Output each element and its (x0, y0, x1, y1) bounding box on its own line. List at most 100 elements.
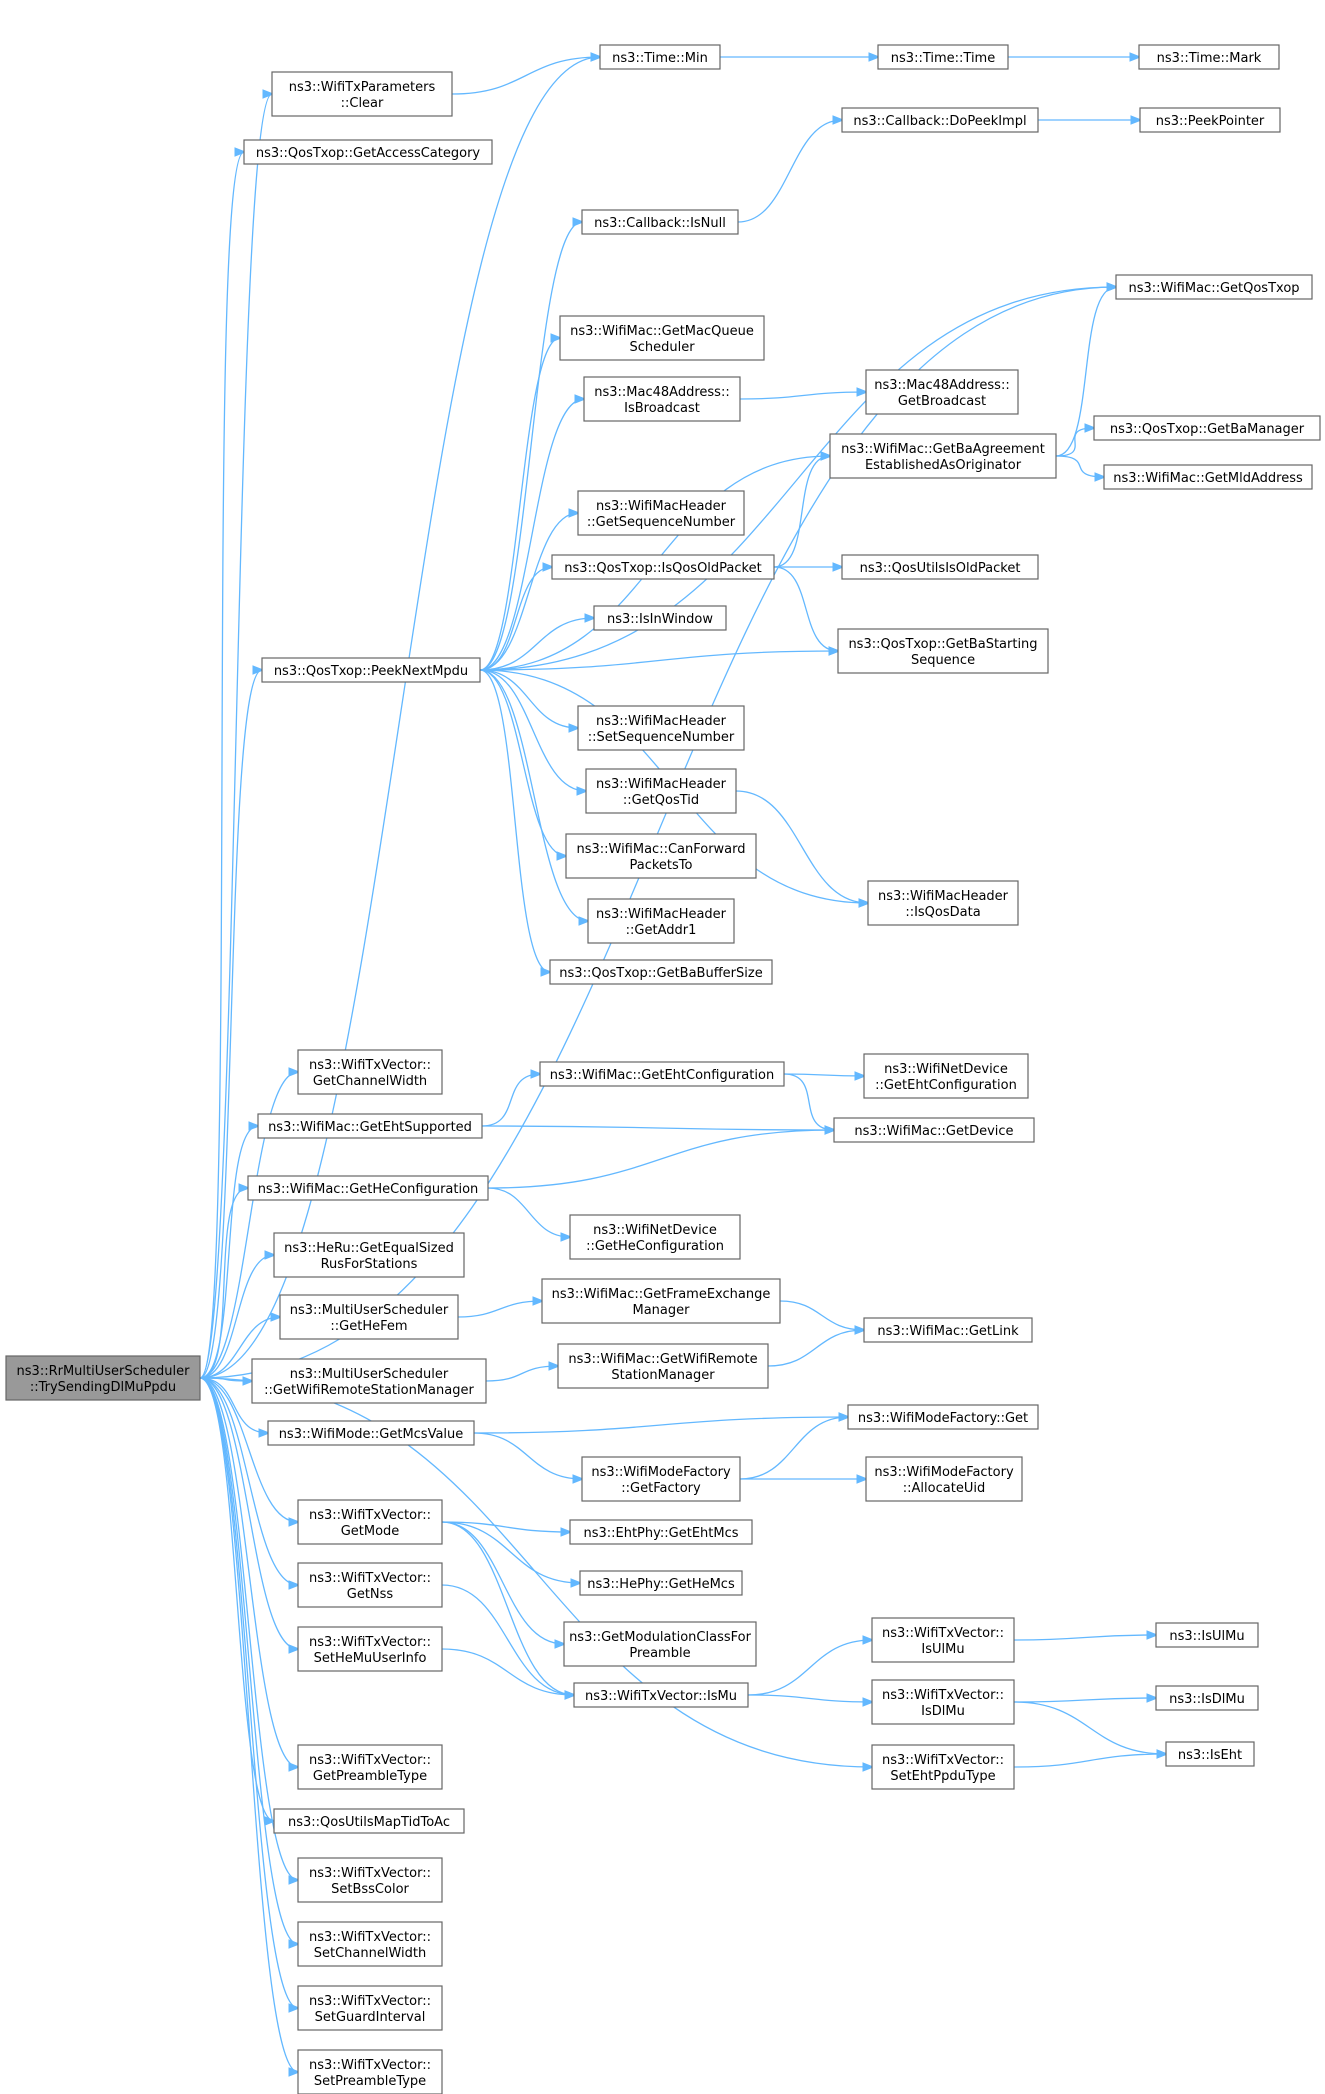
function-node-macrsm[interactable]: ns3::WifiMac::GetWifiRemoteStationManage… (557, 1343, 769, 1389)
function-node-ehtmcs[interactable]: ns3::EhtPhy::GetEhtMcs (569, 1519, 753, 1545)
function-node-box (297, 1744, 443, 1790)
function-node-label: ns3::WifiMac::GetHeConfiguration (258, 1182, 479, 1197)
function-node-label: StationManager (611, 1368, 715, 1383)
function-node-ttime[interactable]: ns3::Time::Time (877, 44, 1009, 70)
function-node-box (297, 1049, 443, 1095)
call-edge-getehtconf-ndehtconf (783, 1074, 864, 1076)
call-edge-isnull-dopeek (737, 120, 842, 223)
function-node-getpreamble[interactable]: ns3::WifiTxVector::GetPreambleType (297, 1744, 443, 1790)
function-node-getbabuf[interactable]: ns3::QosTxop::GetBaBufferSize (549, 959, 773, 985)
function-node-root[interactable]: ns3::RrMultiUserScheduler::TrySendingDlM… (5, 1355, 201, 1401)
function-node-label: ns3::WifiTxVector::IsMu (585, 1689, 737, 1704)
function-node-getmode[interactable]: ns3::WifiTxVector::GetMode (297, 1499, 443, 1545)
function-node-setehtppdu[interactable]: ns3::WifiTxVector::SetEhtPpduType (871, 1744, 1015, 1790)
function-node-getehtconf[interactable]: ns3::WifiMac::GetEhtConfiguration (539, 1061, 785, 1087)
function-node-box (581, 209, 739, 235)
function-node-box (541, 1278, 781, 1324)
function-node-nsisdlmu[interactable]: ns3::IsDlMu (1155, 1685, 1259, 1711)
function-node-getnss[interactable]: ns3::WifiTxVector::GetNss (297, 1562, 443, 1608)
function-node-isqosdata[interactable]: ns3::WifiMacHeader::IsQosData (867, 880, 1019, 926)
function-node-label: ns3::IsEht (1178, 1748, 1242, 1763)
function-node-isbcast[interactable]: ns3::Mac48Address::IsBroadcast (583, 376, 741, 422)
call-edge-getmode-getmodcls (441, 1521, 564, 1644)
function-node-peeknext[interactable]: ns3::QosTxop::PeekNextMpdu (261, 657, 481, 683)
function-node-musrsm[interactable]: ns3::MultiUserScheduler::GetWifiRemoteSt… (251, 1358, 487, 1404)
function-node-getlink[interactable]: ns3::WifiMac::GetLink (863, 1317, 1033, 1343)
function-node-getmcs[interactable]: ns3::WifiMode::GetMcsValue (267, 1420, 475, 1446)
function-node-dopeek[interactable]: ns3::Callback::DoPeekImpl (841, 107, 1039, 133)
function-node-iseht[interactable]: ns3::IsEht (1165, 1741, 1255, 1767)
function-node-ndehtconf[interactable]: ns3::WifiNetDevice::GetEhtConfiguration (863, 1053, 1029, 1099)
function-node-getdevice[interactable]: ns3::WifiMac::GetDevice (833, 1117, 1035, 1143)
function-node-label: ns3::IsDlMu (1169, 1692, 1245, 1707)
function-node-isulmu[interactable]: ns3::WifiTxVector::IsUlMu (871, 1617, 1015, 1663)
function-node-gethecfg[interactable]: ns3::WifiMac::GetHeConfiguration (247, 1175, 489, 1201)
function-node-box (865, 369, 1019, 415)
function-node-getmld[interactable]: ns3::WifiMac::GetMldAddress (1103, 464, 1313, 490)
function-node-tmark[interactable]: ns3::Time::Mark (1138, 44, 1280, 70)
function-node-isnull[interactable]: ns3::Callback::IsNull (581, 209, 739, 235)
function-node-isqosold[interactable]: ns3::QosTxop::IsQosOldPacket (551, 554, 775, 580)
function-node-label: ns3::IsInWindow (607, 612, 713, 627)
function-node-setchw[interactable]: ns3::WifiTxVector::SetChannelWidth (297, 1921, 443, 1967)
call-edge-isbcast-getbcast (739, 392, 866, 400)
function-node-label: GetPreambleType (313, 1769, 427, 1784)
function-node-label: ns3::WifiMac::GetFrameExchange (552, 1287, 771, 1302)
call-edge-peeknext-getqostid (479, 669, 586, 791)
function-node-label: ns3::WifiMac::GetDevice (854, 1124, 1013, 1139)
function-node-label: ns3::WifiMac::GetEhtConfiguration (550, 1068, 774, 1083)
function-node-gethefem[interactable]: ns3::MultiUserScheduler::GetHeFem (279, 1294, 459, 1340)
function-node-tmin[interactable]: ns3::Time::Min (599, 44, 721, 70)
function-node-box (833, 1117, 1035, 1143)
function-node-getseq[interactable]: ns3::WifiMacHeader::GetSequenceNumber (577, 490, 745, 536)
call-edge-macrsm-getlink (767, 1330, 864, 1367)
function-node-label: ns3::QosTxop::PeekNextMpdu (274, 664, 468, 679)
function-node-peekptr[interactable]: ns3::PeekPointer (1139, 107, 1281, 133)
function-node-setseq[interactable]: ns3::WifiMacHeader::SetSequenceNumber (577, 705, 745, 751)
function-node-box (1103, 464, 1313, 490)
function-node-mfget[interactable]: ns3::WifiModeFactory::Get (847, 1404, 1039, 1430)
function-node-mfgetfac[interactable]: ns3::WifiModeFactory::GetFactory (581, 1456, 741, 1502)
function-node-getbaorig[interactable]: ns3::WifiMac::GetBaAgreementEstablishedA… (829, 433, 1057, 479)
function-node-getqostid[interactable]: ns3::WifiMacHeader::GetQosTid (585, 768, 737, 814)
call-edge-getehtconf-getdevice (783, 1073, 834, 1130)
function-node-setgi[interactable]: ns3::WifiTxVector::SetGuardInterval (297, 1985, 443, 2031)
function-node-setbss[interactable]: ns3::WifiTxVector::SetBssColor (297, 1857, 443, 1903)
function-node-setheuser[interactable]: ns3::WifiTxVector::SetHeMuUserInfo (297, 1626, 443, 1672)
function-node-ismu[interactable]: ns3::WifiTxVector::IsMu (573, 1682, 749, 1708)
function-node-label: ns3::QosUtilsIsOldPacket (860, 561, 1021, 576)
function-node-isinwin[interactable]: ns3::IsInWindow (593, 605, 727, 631)
function-node-label: ::GetWifiRemoteStationManager (264, 1383, 474, 1398)
function-node-getqostxop[interactable]: ns3::WifiMac::GetQosTxop (1115, 274, 1313, 300)
function-node-hemcs[interactable]: ns3::HePhy::GetHeMcs (579, 1570, 743, 1596)
function-node-box (297, 1921, 443, 1967)
function-node-txparams[interactable]: ns3::WifiTxParameters::Clear (271, 71, 453, 117)
function-node-qosutilsold[interactable]: ns3::QosUtilsIsOldPacket (841, 554, 1039, 580)
function-node-getbcast[interactable]: ns3::Mac48Address::GetBroadcast (865, 369, 1019, 415)
function-node-box (257, 1113, 483, 1139)
function-node-isdlmu[interactable]: ns3::WifiTxVector::IsDlMu (871, 1679, 1015, 1725)
function-node-getaddr1[interactable]: ns3::WifiMacHeader::GetAddr1 (587, 898, 735, 944)
function-node-box (557, 1343, 769, 1389)
function-node-setpre[interactable]: ns3::WifiTxVector::SetPreambleType (297, 2049, 443, 2094)
function-node-getehtsup[interactable]: ns3::WifiMac::GetEhtSupported (257, 1113, 483, 1139)
function-node-label: ns3::EhtPhy::GetEhtMcs (583, 1526, 738, 1541)
function-node-getchw[interactable]: ns3::WifiTxVector::GetChannelWidth (297, 1049, 443, 1095)
function-node-ndhecfg[interactable]: ns3::WifiNetDevice::GetHeConfiguration (569, 1214, 741, 1260)
function-node-maptid[interactable]: ns3::QosUtilsMapTidToAc (273, 1808, 465, 1834)
function-node-mfalloc[interactable]: ns3::WifiModeFactory::AllocateUid (865, 1456, 1023, 1502)
function-node-label: EstablishedAsOriginator (865, 458, 1022, 473)
function-node-label: ns3::WifiMac::GetBaAgreement (841, 442, 1045, 457)
call-edge-getmode-hemcs (441, 1521, 580, 1583)
call-edge-getehtsup-getehtconf (481, 1074, 540, 1127)
function-node-getbamgr[interactable]: ns3::QosTxop::GetBaManager (1093, 415, 1321, 441)
function-node-getac[interactable]: ns3::QosTxop::GetAccessCategory (243, 139, 493, 165)
function-node-nsisulmu[interactable]: ns3::IsUlMu (1155, 1622, 1259, 1648)
function-node-box (297, 1499, 443, 1545)
